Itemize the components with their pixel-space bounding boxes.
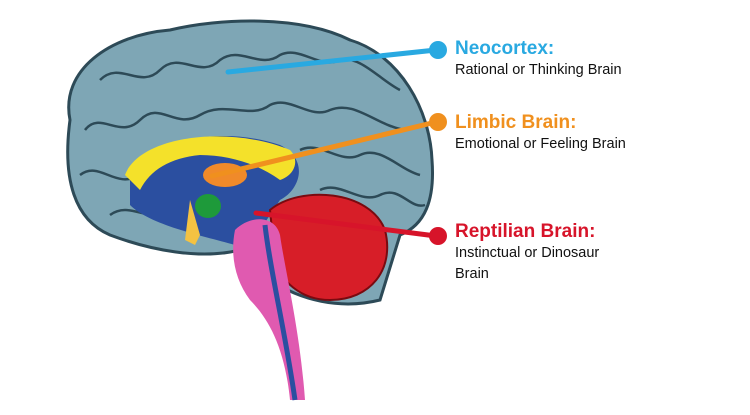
neocortex-label: Neocortex: Rational or Thinking Brain <box>455 38 655 81</box>
limbic-yellow <box>125 136 296 190</box>
cerebellum <box>268 193 389 302</box>
brainstem-channel <box>262 224 298 401</box>
limbic-title: Limbic Brain: <box>455 112 577 133</box>
limbic-green <box>195 194 221 218</box>
neocortex-pointer-line <box>225 47 439 75</box>
limbic-desc: Emotional or Feeling Brain <box>455 136 626 152</box>
limbic-pointer-line <box>209 119 439 179</box>
neocortex-desc: Rational or Thinking Brain <box>455 62 622 78</box>
neocortex-title: Neocortex: <box>455 38 555 59</box>
limbic-pointer-dot <box>429 113 447 131</box>
reptilian-desc: Instinctual or Dinosaur Brain <box>455 245 600 282</box>
reptilian-label: Reptilian Brain: Instinctual or Dinosaur… <box>455 221 635 285</box>
reptilian-pointer-line <box>253 210 439 239</box>
neocortex-pointer-dot <box>429 41 447 59</box>
reptilian-pointer-dot <box>429 227 447 245</box>
limbic-stem-yellow <box>185 200 200 245</box>
limbic-label: Limbic Brain: Emotional or Feeling Brain <box>455 112 655 155</box>
reptilian-title: Reptilian Brain: <box>455 221 596 242</box>
